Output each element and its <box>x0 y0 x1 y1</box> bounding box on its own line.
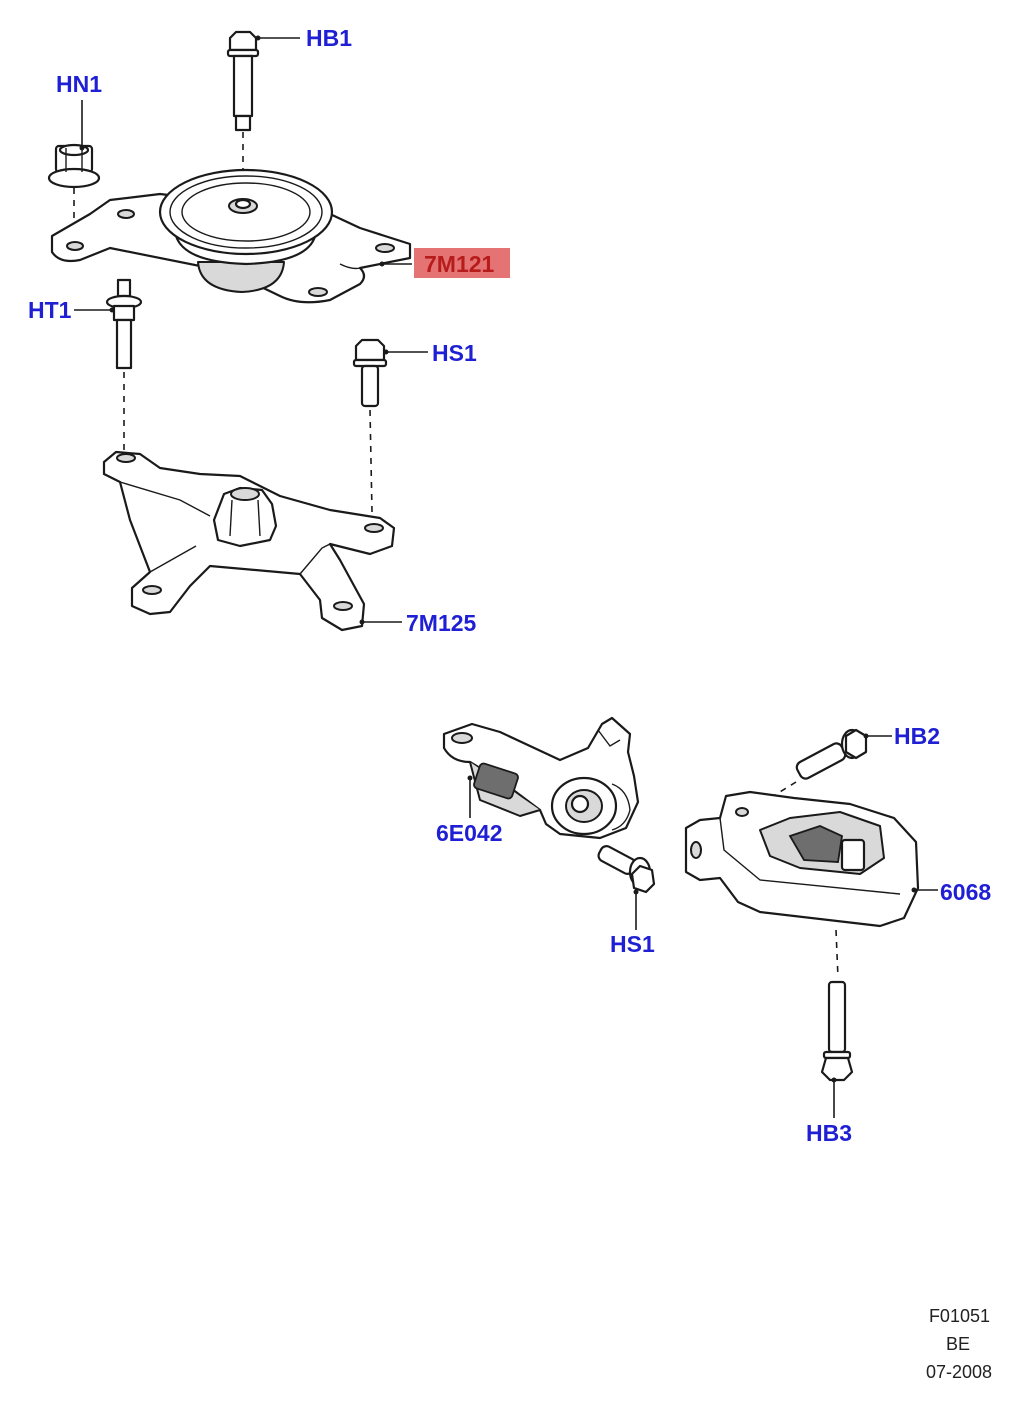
bolt-hb3[interactable] <box>820 980 854 1082</box>
figure-code: F01051 <box>929 1306 990 1326</box>
callout-6e042[interactable]: 6E042 <box>436 820 503 846</box>
stud-ht1[interactable] <box>105 278 143 370</box>
callout-hs1-bottom[interactable]: HS1 <box>610 931 655 957</box>
nut-hn1[interactable] <box>47 143 101 189</box>
bolt-hb1[interactable] <box>226 30 260 132</box>
callout-hb1[interactable]: HB1 <box>306 25 352 51</box>
bolt-hs1-bottom[interactable] <box>596 844 656 894</box>
upper-mount-7m121[interactable] <box>50 168 412 304</box>
callout-7m125[interactable]: 7M125 <box>406 610 477 636</box>
callout-hs1-top[interactable]: HS1 <box>432 340 477 366</box>
region-code: BE <box>946 1334 970 1354</box>
callout-hb2[interactable]: HB2 <box>894 723 940 749</box>
issue-date: 07-2008 <box>926 1362 992 1382</box>
bracket-7m125[interactable] <box>102 450 396 632</box>
axis-line-hb3 <box>835 929 839 979</box>
mount-6068[interactable] <box>684 790 920 928</box>
callout-ht1[interactable]: HT1 <box>28 297 72 323</box>
bolt-hs1-top[interactable] <box>352 338 388 408</box>
callout-hn1[interactable]: HN1 <box>56 71 102 97</box>
callout-7m121[interactable]: 7M121 <box>424 251 495 277</box>
bolt-hb2[interactable] <box>795 728 868 781</box>
highlight-box-7m121 <box>414 248 510 278</box>
leader-lines <box>74 35 938 1118</box>
torque-rod-6e042[interactable] <box>442 716 640 840</box>
axis-line-hs1-top <box>369 409 373 513</box>
callout-6068[interactable]: 6068 <box>940 879 991 905</box>
callout-hb3[interactable]: HB3 <box>806 1120 852 1146</box>
